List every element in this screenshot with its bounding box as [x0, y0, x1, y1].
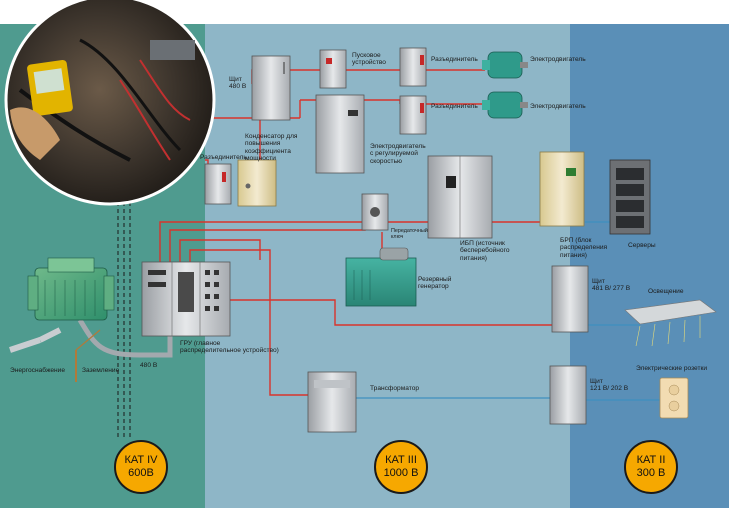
outlets-label: Электрические розетки: [636, 365, 708, 372]
indoor-transformer: [307, 371, 357, 433]
motor-1-label: Электродвигатель: [530, 56, 586, 63]
transformer-label: Трансформатор: [370, 385, 420, 392]
backup-generator: [345, 247, 417, 307]
transfer-switch: [361, 193, 389, 231]
disconnector-1-label: Разъединитель: [431, 56, 478, 63]
panel-481-277v: [551, 265, 589, 333]
panel-121-202v: [549, 365, 587, 425]
disconnector-3-label: Разъединитель: [200, 154, 247, 161]
lighting-fixture: [624, 299, 717, 347]
capacitor-bank: [237, 159, 277, 207]
panel-481-label: Щит 481 В/ 277 В: [592, 278, 631, 293]
cat2-badge: КАТ II 300 В: [624, 440, 678, 494]
vsd-motor-label: Электродвигатель с регулируемой скорость…: [370, 143, 426, 165]
disconnector-2-label: Разъединитель: [431, 103, 478, 110]
disconnector-2: [399, 95, 427, 135]
variable-speed-drive: [315, 94, 365, 174]
panel-480v: [251, 55, 291, 121]
disconnector-3: [204, 163, 232, 205]
generator-label: Резервный генератор: [418, 276, 452, 291]
cat4-badge: КАТ IV 600В: [114, 440, 168, 494]
cat3-badge: КАТ III 1000 В: [374, 440, 428, 494]
electrical-outlet: [659, 377, 689, 419]
power-supply-label: Энергоснабжение: [10, 367, 66, 374]
panel-121-label: Щит 121 В/ 202 В: [590, 378, 629, 393]
motor-2: [482, 91, 528, 119]
motor-starter: [319, 49, 347, 89]
disconnector-1: [399, 47, 427, 87]
main-switchboard: [141, 261, 231, 337]
supply-cable: [9, 337, 41, 353]
voltage-480-label: 480 В: [140, 362, 158, 369]
ground-rod: [75, 329, 101, 382]
ups-label: ИБП (источник бесперебойного питания): [460, 240, 510, 262]
lighting-label: Освещение: [648, 288, 684, 295]
utility-transformer: [27, 257, 115, 321]
motor-2-label: Электродвигатель: [530, 103, 586, 110]
capacitor-label: Конденсатор для повышения коэффициента м…: [245, 133, 298, 163]
service-cable: [77, 318, 173, 358]
server-rack: [609, 159, 651, 235]
panel-480v-label: Щит 480 В: [229, 76, 247, 91]
zone-cat2: [570, 24, 729, 508]
ups-cabinet: [427, 155, 493, 239]
main-switchboard-label: ГРУ (главное распределительное устройств…: [180, 340, 279, 355]
inset-photo: [4, 0, 216, 206]
motor-1: [482, 51, 528, 79]
service-conduits: [117, 160, 131, 440]
servers-label: Серверы: [628, 242, 656, 249]
starter-label: Пусковое устройство: [352, 52, 386, 67]
transfer-switch-label: Передаточный ключ: [391, 228, 428, 240]
grounding-label: Заземление: [82, 367, 120, 374]
low-voltage-lines: [356, 221, 660, 401]
pdu-label: БРП (блок распределения питания): [560, 237, 608, 259]
pdu-cabinet: [539, 151, 585, 227]
